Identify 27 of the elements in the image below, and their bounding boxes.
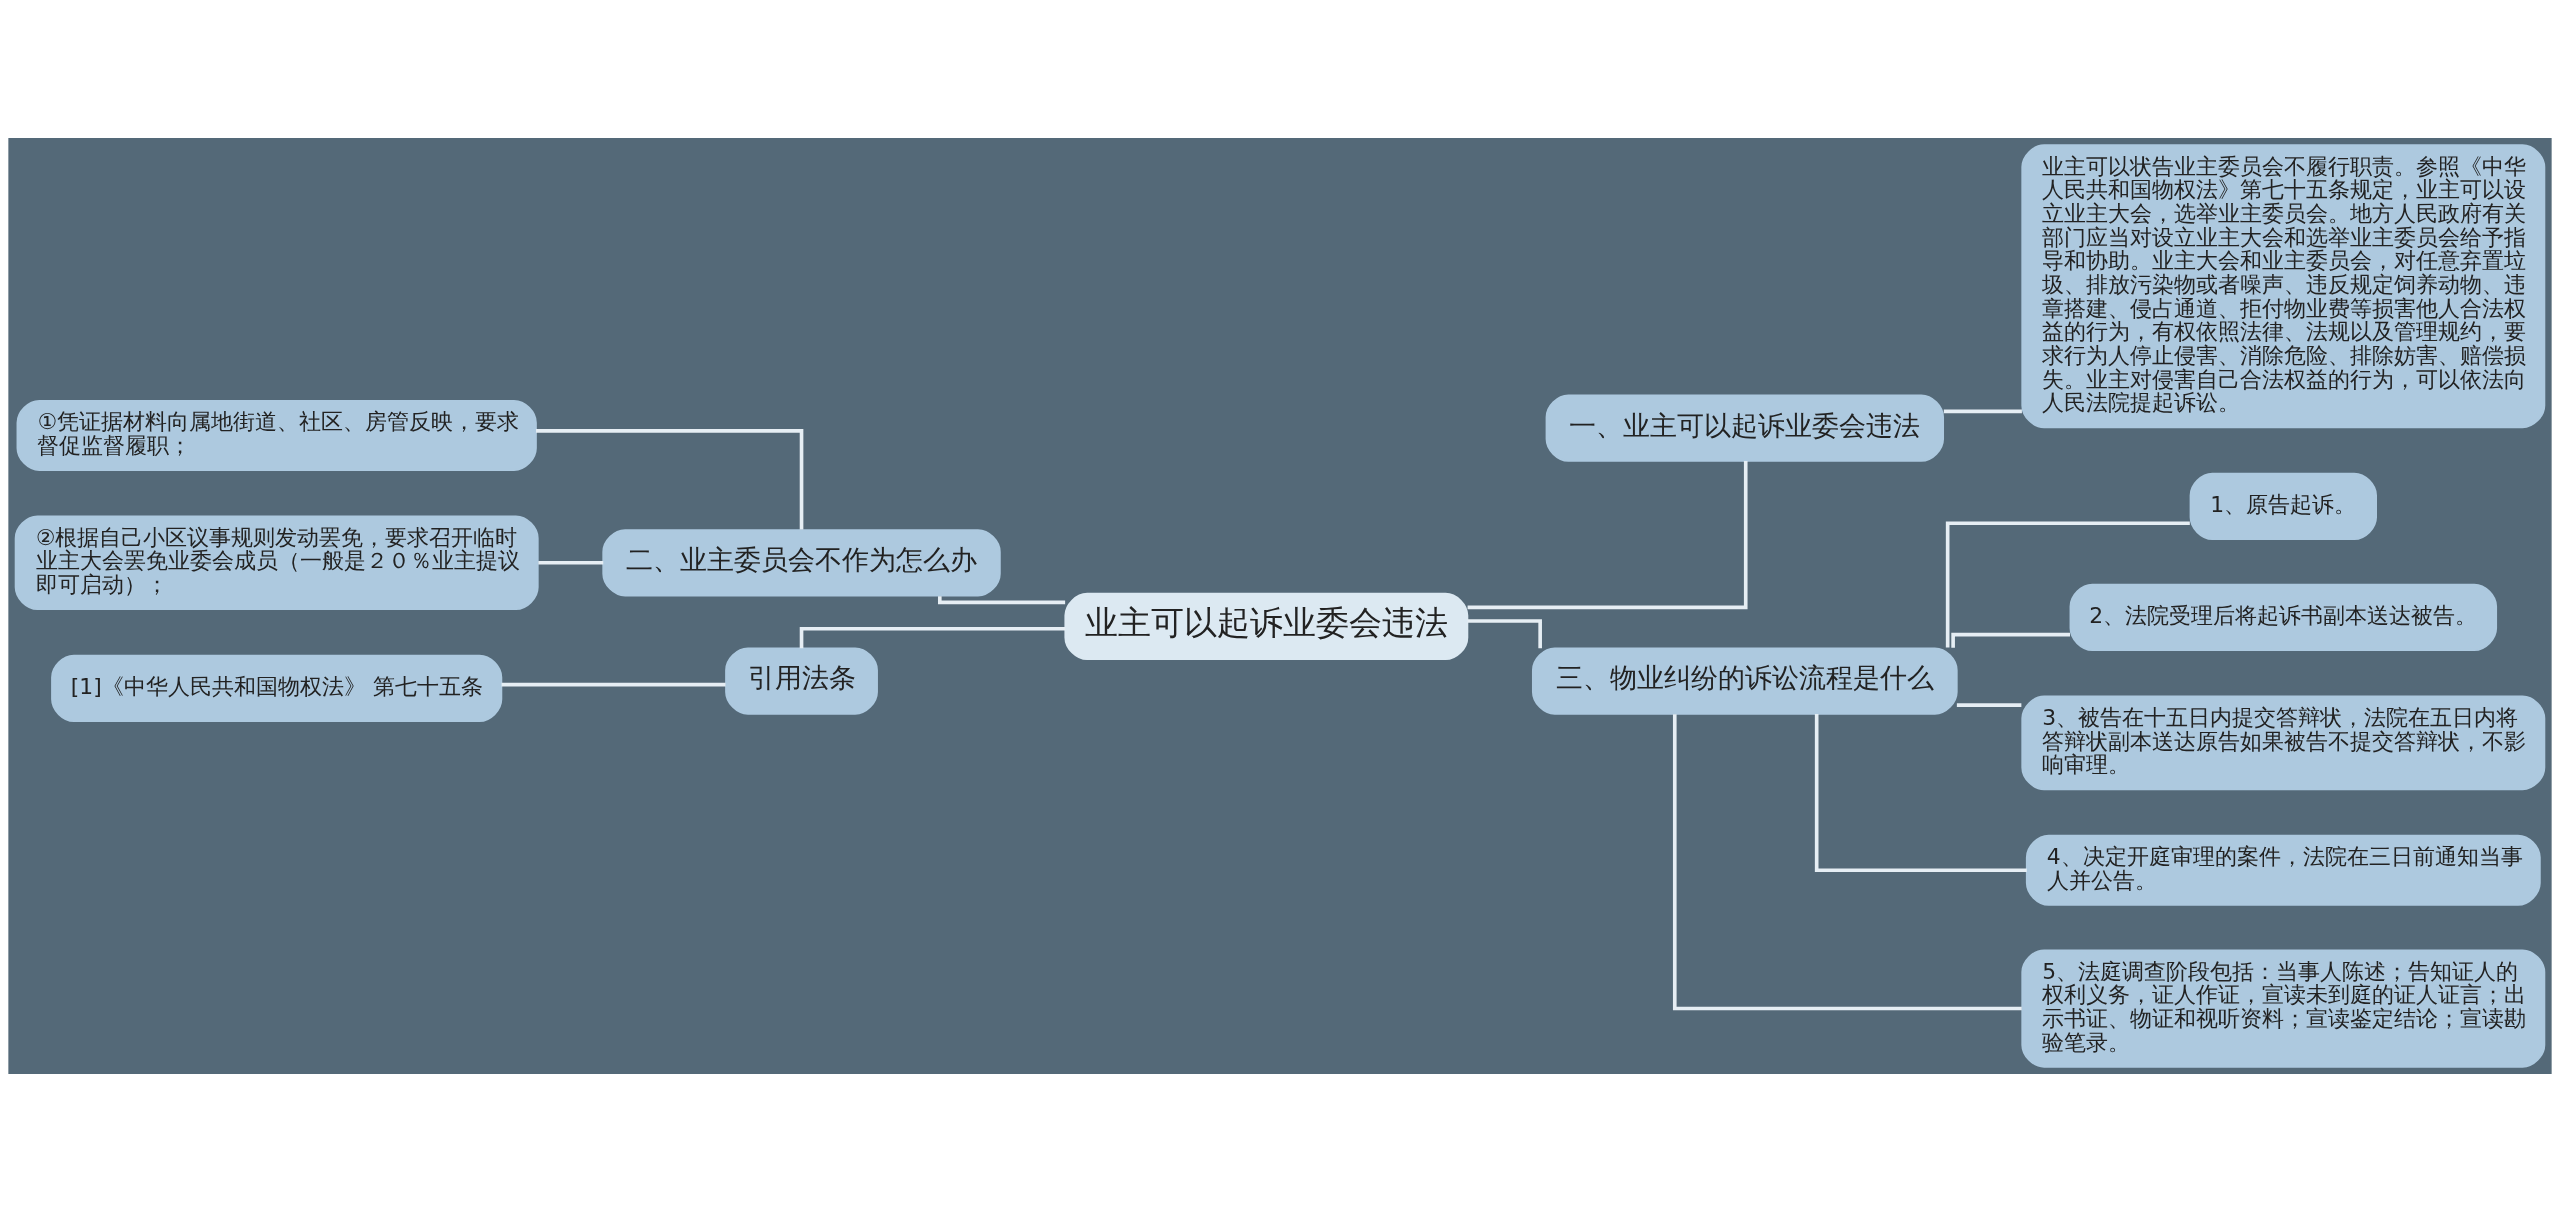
node-box: 2、法院受理后将起诉书副本送达被告。 bbox=[2069, 583, 2498, 652]
connector bbox=[1951, 632, 2070, 648]
node-box: 业主可以状告业主委员会不履行职责。参照《中华人民共和国物权法》第七十五条规定，业主可以设立业主大会，选举业主委员会。地方人民政府有关部门应当对设立业主大会和选举业主委员会给予指导和协助。业主大会和业主委员会，对任意弃置垃圾、排放污染物或者噪声、违反规定饲养动物、违章搭建、侵占通道、拒付物业费等损害他人合法权益的行为，有权依照法律、法规以及管理规约，要求行为人停止侵害、消除危险、排除妨害、赔偿损失。业主对侵害自己合法权益的行为，可以依法向人民法院提起诉讼。 bbox=[2021, 144, 2546, 429]
node-box: ②根据自己小区议事规则发动罢免，要求召开临时业主大会罢免业委会成员（一般是２０％业主提议即可启动）； bbox=[14, 515, 539, 611]
node-box: 3、被告在十五日内提交答辩状，法院在五日内将答辩状副本送达原告如果被告不提交答辩状，不影响审理。 bbox=[2021, 695, 2546, 791]
node-box: [1]《中华人民共和国物权法》 第七十五条 bbox=[51, 654, 503, 722]
connector bbox=[799, 626, 1066, 649]
node-box: 引用法条 bbox=[725, 647, 878, 715]
connector bbox=[1943, 409, 2022, 414]
node-box: 5、法庭调查阶段包括：当事人陈述；告知证人的权利义务，证人作证，宣读未到庭的证人证言；出示书证、物证和视听资料；宣读鉴定结论；宣读勘验笔录。 bbox=[2021, 949, 2546, 1068]
connector bbox=[1467, 619, 1542, 649]
node-box: 三、物业纠纷的诉讼流程是什么 bbox=[1531, 647, 1958, 715]
node-box: 业主可以起诉业委会违法 bbox=[1064, 592, 1469, 661]
node-box: 1、原告起诉。 bbox=[2189, 472, 2377, 541]
connector bbox=[501, 682, 726, 687]
connector bbox=[1814, 714, 2027, 873]
connector bbox=[1467, 461, 1748, 610]
connector bbox=[536, 429, 804, 530]
node-box: ①凭证据材料向属地街道、社区、房管反映，要求督促监督履职； bbox=[16, 399, 537, 471]
node-box: 4、决定开庭审理的案件，法院在三日前通知当事人并公告。 bbox=[2025, 834, 2541, 906]
connector bbox=[937, 596, 1066, 605]
connector bbox=[1672, 714, 2022, 1011]
connector bbox=[1945, 521, 2190, 648]
node-box: 一、业主可以起诉业委会违法 bbox=[1545, 394, 1944, 462]
connector bbox=[538, 560, 604, 565]
node-box: 二、业主委员会不作为怎么办 bbox=[602, 529, 1001, 597]
connector bbox=[1956, 703, 2022, 707]
